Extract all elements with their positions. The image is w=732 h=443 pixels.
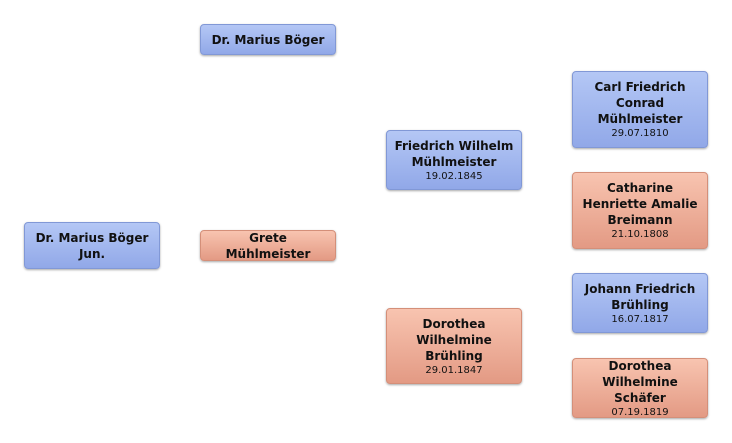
- person-birth-date: 19.02.1845: [425, 170, 483, 182]
- person-birth-date: 29.07.1810: [611, 128, 669, 139]
- person-name: Dr. Marius Böger: [211, 32, 325, 47]
- person-birth-date: 16.07.1817: [611, 313, 669, 325]
- person-name: Dorothea Wilhelmine Brühling: [416, 316, 492, 363]
- person-card-great-grandfather-1[interactable]: Carl Friedrich Conrad Mühlmeister 29.07.…: [572, 71, 708, 148]
- person-name: Carl Friedrich Conrad Mühlmeister: [594, 80, 686, 126]
- person-card-maternal-grandfather[interactable]: Friedrich Wilhelm Mühlmeister 19.02.1845: [386, 130, 522, 190]
- person-name: Catharine Henriette Amalie Breimann: [582, 181, 698, 227]
- person-card-great-grandmother-2[interactable]: Dorothea Wilhelmine Schäfer 07.19.1819: [572, 358, 708, 418]
- person-name: Friedrich Wilhelm Mühlmeister: [394, 138, 514, 169]
- person-card-root[interactable]: Dr. Marius Böger Jun.: [24, 222, 160, 269]
- person-card-father[interactable]: Dr. Marius Böger: [200, 24, 336, 55]
- person-card-maternal-grandmother[interactable]: Dorothea Wilhelmine Brühling 29.01.1847: [386, 308, 522, 384]
- person-birth-date: 07.19.1819: [611, 406, 669, 418]
- person-birth-date: 21.10.1808: [611, 229, 669, 240]
- person-card-great-grandmother-1[interactable]: Catharine Henriette Amalie Breimann 21.1…: [572, 172, 708, 249]
- person-name: Dorothea Wilhelmine Schäfer: [602, 358, 678, 405]
- person-card-mother[interactable]: Grete Mühlmeister: [200, 230, 336, 261]
- person-birth-date: 29.01.1847: [425, 364, 483, 376]
- person-card-great-grandfather-2[interactable]: Johann Friedrich Brühling 16.07.1817: [572, 273, 708, 333]
- person-name: Dr. Marius Böger Jun.: [35, 230, 149, 261]
- person-name: Johann Friedrich Brühling: [584, 281, 696, 312]
- person-name: Grete Mühlmeister: [225, 230, 311, 261]
